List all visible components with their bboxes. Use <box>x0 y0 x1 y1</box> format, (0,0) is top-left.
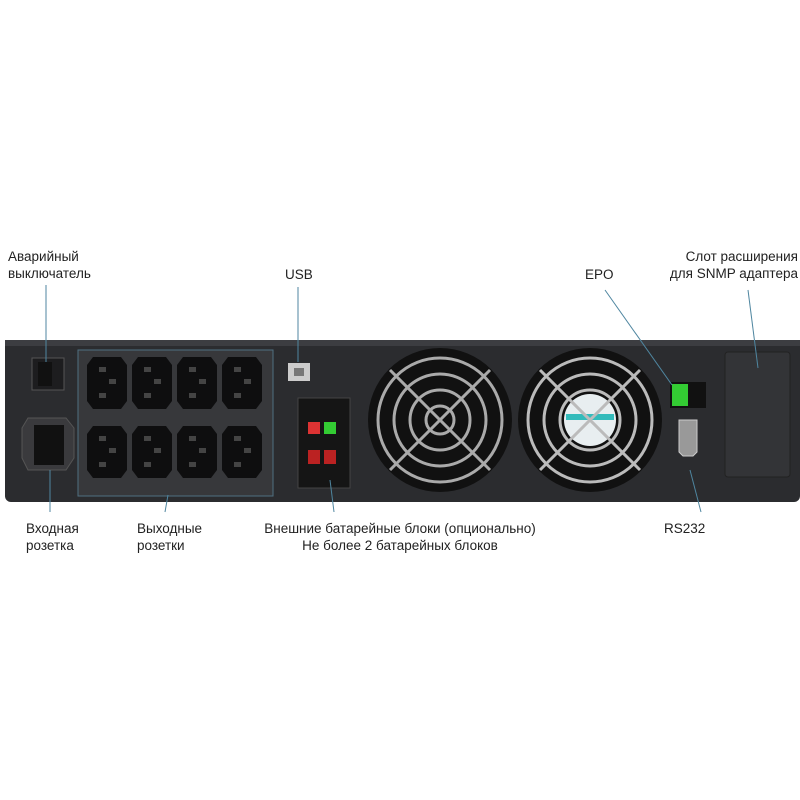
socket-pin <box>99 436 106 441</box>
socket-pin <box>189 462 196 467</box>
socket-pin <box>189 367 196 372</box>
socket-pin <box>234 462 241 467</box>
leader-lines <box>45 285 759 513</box>
socket-pin <box>99 462 106 467</box>
rs232-port <box>678 419 698 457</box>
output-socket <box>177 357 217 409</box>
label-rs232: RS232 <box>664 521 706 536</box>
fan-left <box>368 348 512 492</box>
socket-pin <box>109 448 116 453</box>
snmp-slot-cover <box>724 351 791 478</box>
label-usb: USB <box>285 267 313 282</box>
socket-pin <box>99 367 106 372</box>
output-socket <box>222 426 262 478</box>
output-socket <box>177 426 217 478</box>
output-socket <box>132 357 172 409</box>
output-socket <box>87 426 127 478</box>
socket-pin <box>154 448 161 453</box>
socket-pin <box>199 448 206 453</box>
socket-pin <box>154 379 161 384</box>
socket-pin <box>234 367 241 372</box>
socket-pin <box>189 436 196 441</box>
socket-pin <box>99 393 106 398</box>
socket-pin <box>189 393 196 398</box>
label-battery: Внешние батарейные блоки (опционально)Не… <box>264 521 536 553</box>
socket-pin <box>144 462 151 467</box>
battery-connector <box>297 397 351 489</box>
label-epo: EPO <box>585 267 614 282</box>
socket-pin <box>144 436 151 441</box>
socket-pin <box>144 393 151 398</box>
socket-pin <box>199 379 206 384</box>
output-socket <box>222 357 262 409</box>
socket-pin <box>234 436 241 441</box>
output-socket <box>132 426 172 478</box>
socket-pin <box>244 448 251 453</box>
socket-pin <box>144 367 151 372</box>
socket-pin <box>234 393 241 398</box>
socket-pin <box>244 379 251 384</box>
socket-pin <box>109 379 116 384</box>
output-socket <box>87 357 127 409</box>
fan-right <box>518 348 662 492</box>
